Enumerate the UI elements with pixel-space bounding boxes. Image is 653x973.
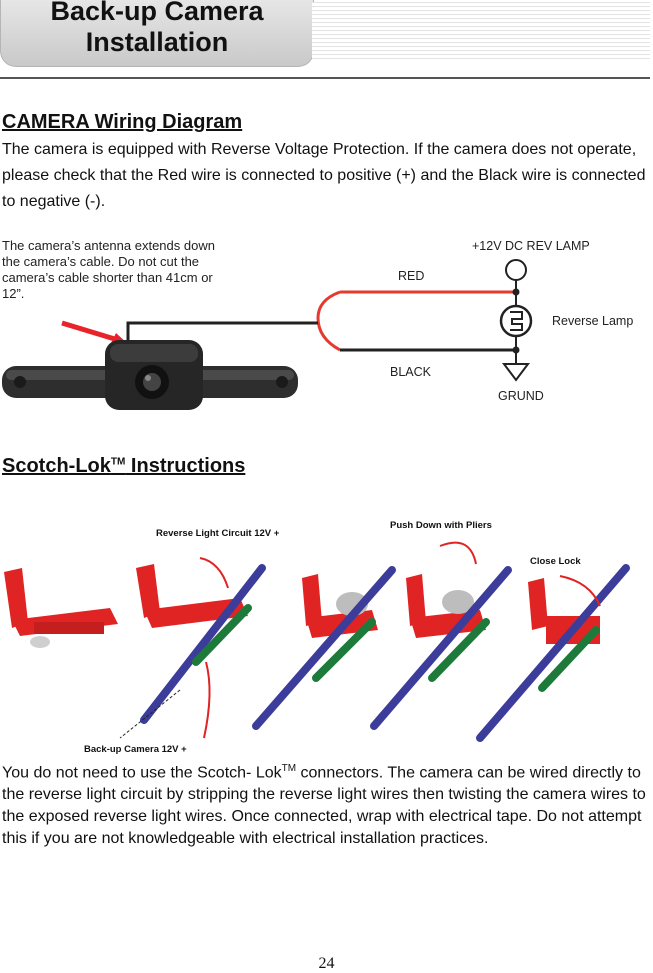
push-down-label: Push Down with Pliers — [390, 520, 492, 531]
scotch-heading-prefix: Scotch-Lok — [2, 455, 111, 477]
connector-step2-icon — [119, 557, 266, 739]
page-title-line2: Installation — [85, 27, 229, 57]
camera-cable — [126, 321, 318, 348]
connector-step3-icon — [252, 566, 396, 730]
scotch-heading-tm: TM — [110, 456, 126, 468]
scotch-paragraph-prefix: You do not need to use the Scotch- Lok — [2, 764, 282, 782]
header-stripes — [312, 2, 650, 62]
wiring-paragraph: The camera is equipped with Reverse Volt… — [2, 141, 646, 210]
reverse-lamp-icon — [499, 304, 533, 338]
page-number: 24 — [318, 955, 335, 972]
wiring-diagram: +12V DC REV LAMP RED Reverse Lamp BLACK … — [2, 239, 633, 410]
ground-icon — [502, 363, 530, 382]
connector-closed-icon — [476, 564, 630, 742]
power-label: +12V DC REV LAMP — [472, 239, 590, 253]
power-terminal — [505, 259, 527, 281]
wiring-heading: CAMERA Wiring Diagram — [2, 111, 243, 133]
page-title-line1: Back-up Camera — [50, 0, 264, 26]
red-wire-bend — [316, 290, 341, 352]
page-title: Back-up Camera Installation — [1, 0, 313, 58]
antenna-note: The camera’s antenna extends down the ca… — [2, 238, 215, 301]
reverse-circuit-label: Reverse Light Circuit 12V + — [156, 528, 280, 539]
ground-label: GRUND — [498, 389, 544, 403]
header-divider — [0, 77, 650, 79]
reverse-lamp-label: Reverse Lamp — [552, 314, 633, 328]
red-junction — [512, 288, 520, 296]
scotch-heading-suffix: Instructions — [125, 455, 246, 477]
black-wire-label: BLACK — [390, 365, 432, 379]
backup-camera-label: Back-up Camera 12V + — [84, 744, 187, 755]
connector-open-icon — [4, 568, 118, 648]
header-tab: Back-up Camera Installation — [0, 0, 314, 67]
scotch-lok-illustration: Reverse Light Circuit 12V + Push Down wi… — [4, 520, 630, 755]
connector-step4-icon — [370, 541, 512, 730]
black-junction — [512, 346, 520, 354]
scotch-paragraph-tm: TM — [281, 763, 297, 774]
scotch-paragraph-suffix: connectors. The camera can be wired dire… — [2, 764, 646, 848]
scotch-paragraph: You do not need to use the Scotch- LokTM… — [2, 758, 650, 850]
pointer-arrow — [61, 320, 119, 343]
camera-icon — [2, 340, 298, 410]
red-wire-label: RED — [398, 269, 424, 283]
close-lock-label: Close Lock — [530, 556, 581, 567]
scotch-heading: Scotch-LokTM Instructions — [2, 455, 245, 478]
